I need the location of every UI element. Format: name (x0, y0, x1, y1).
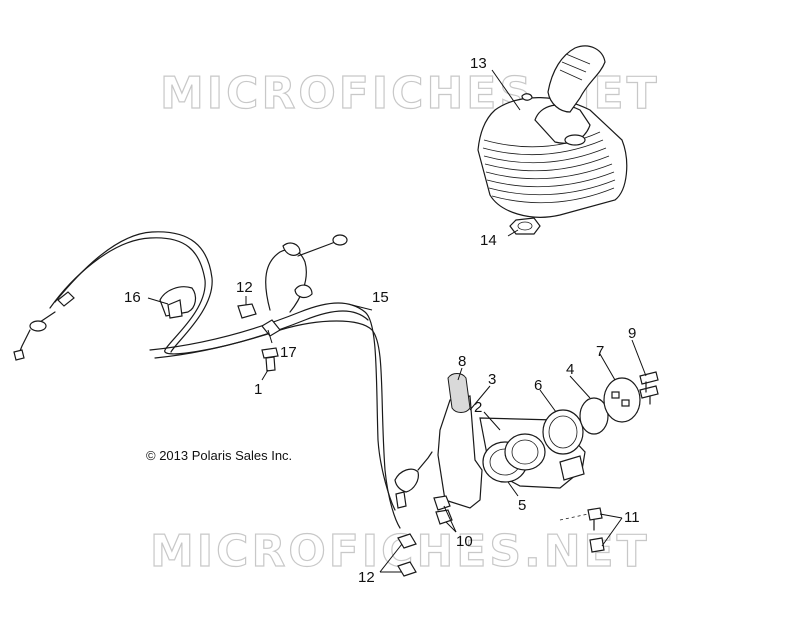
callout-15: 15 (372, 289, 389, 306)
callout-17: 17 (280, 344, 297, 361)
callout-7: 7 (596, 343, 604, 360)
fastener-part-12-upper (237, 303, 257, 319)
shift-bracket-assembly (433, 371, 659, 553)
callout-12-lower: 12 (358, 569, 375, 586)
nut-part-12-lower (397, 533, 417, 577)
callout-9: 9 (628, 325, 636, 342)
callout-5: 5 (518, 497, 526, 514)
callout-11: 11 (624, 509, 640, 526)
callout-13: 13 (470, 55, 487, 72)
callout-numbers: 13 14 15 16 12 17 1 8 3 2 6 4 7 9 5 10 1… (124, 55, 640, 586)
callout-4: 4 (566, 361, 574, 378)
callout-8: 8 (458, 353, 466, 370)
shifter-console-part (477, 45, 628, 218)
copyright-notice: © 2013 Polaris Sales Inc. (146, 448, 292, 463)
callout-6: 6 (534, 377, 542, 394)
callout-1: 1 (254, 381, 262, 398)
leader-lines (147, 69, 647, 573)
callout-2: 2 (474, 399, 482, 416)
watermark-bottom: MICROFICHES.NET (150, 526, 650, 577)
callout-10: 10 (456, 533, 473, 550)
bolt-part-1 (261, 347, 279, 372)
callout-12-upper: 12 (236, 279, 253, 296)
callout-3: 3 (488, 371, 496, 388)
callout-14: 14 (480, 232, 497, 249)
callout-16: 16 (124, 289, 141, 306)
shift-cable-assembly (13, 231, 433, 529)
